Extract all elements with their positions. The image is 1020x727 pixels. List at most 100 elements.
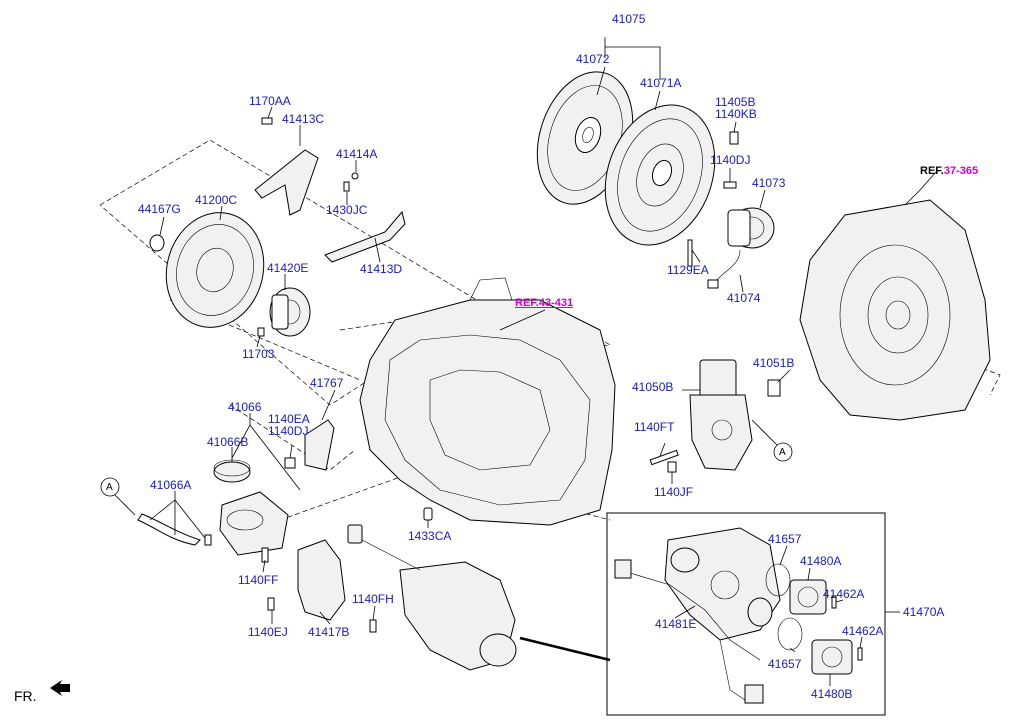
label-1140DJ-top: 1140DJ: [710, 153, 751, 167]
label-41657-a: 41657: [768, 532, 802, 546]
bolt-1140DJ-top: [723, 181, 737, 189]
release-bearing-41073: [727, 207, 775, 249]
label-41470A: 41470A: [903, 605, 945, 619]
leader-to-inset: [519, 636, 611, 662]
hose-41066A: [137, 513, 201, 546]
label-41417B: 41417B: [308, 625, 350, 639]
label-1129EA: 1129EA: [667, 263, 709, 277]
front-indicator: FR.: [14, 688, 37, 704]
plug-1433CA: [423, 507, 433, 521]
bolt-1170AA: [261, 117, 273, 125]
inset-frame-41470A: [606, 512, 886, 716]
oring-41657-b: [777, 617, 803, 651]
label-1140EA: 1140EA: [268, 412, 310, 426]
label-41462A-b: 41462A: [842, 624, 884, 638]
label-41066A: 41066A: [150, 478, 192, 492]
transmission-case: [359, 299, 616, 526]
ref-37-365-prefix: REF.: [920, 165, 944, 177]
callout-a-left-text: A: [106, 482, 113, 493]
oring-44167G: [149, 234, 165, 252]
inset-harness-41481E: [619, 569, 761, 661]
bolt-1140FF: [261, 547, 269, 563]
connector-41074: [707, 279, 719, 289]
callout-a-left: [100, 477, 120, 497]
label-41073: 41073: [752, 176, 786, 190]
fork-bracket-41413C: [254, 149, 319, 216]
ref-37-365: REF.37-365: [920, 165, 978, 177]
label-41050B: 41050B: [632, 380, 674, 394]
label-41767: 41767: [310, 376, 344, 390]
label-41481E: 41481E: [655, 617, 697, 631]
label-1140EJ: 1140EJ: [248, 625, 288, 639]
clutch-assembly-41200C: [165, 212, 265, 328]
bolt-1129EA: [687, 239, 693, 267]
label-1140FT: 1140FT: [634, 420, 675, 434]
bolt-1140EA: [284, 457, 296, 469]
label-11703: 11703: [242, 347, 275, 361]
cap-41066B: [213, 459, 251, 483]
label-1140DJ-mid: 1140DJ: [268, 424, 309, 438]
motor-41480A: [789, 579, 827, 615]
bolt-1140KB: [729, 131, 739, 145]
actuator-41050B: [689, 359, 753, 471]
ref-37-365-number: 37-365: [943, 165, 979, 177]
label-41200C: 41200C: [195, 193, 238, 207]
label-41657-b: 41657: [768, 657, 802, 671]
pin-1430JC: [343, 181, 350, 192]
label-41480B: 41480B: [811, 687, 853, 701]
ref-43-431: REF.43-431: [515, 297, 574, 309]
motor-41480B: [811, 639, 853, 675]
label-1140JF: 1140JF: [654, 485, 694, 499]
bearing-41420E: [269, 287, 311, 337]
wire-41074: [714, 249, 741, 283]
bolt-11703: [257, 327, 265, 337]
pin-41414A: [351, 172, 359, 180]
label-44167G: 44167G: [138, 202, 181, 216]
label-41462A-a: 41462A: [823, 587, 865, 601]
label-41051B: 41051B: [753, 356, 795, 370]
label-1140FH: 1140FH: [352, 592, 394, 606]
label-41075: 41075: [612, 12, 646, 26]
reservoir-41066: [219, 491, 289, 556]
label-41071A: 41071A: [640, 76, 682, 90]
bolt-1140FT: [649, 449, 679, 466]
label-41420E: 41420E: [267, 261, 309, 275]
inset-actuator: [664, 527, 781, 641]
fitting-41051B: [767, 379, 781, 397]
label-41072: 41072: [576, 52, 610, 66]
label-41414A: 41414A: [336, 147, 378, 161]
bolt-1140EJ: [267, 597, 275, 611]
callout-a-right: [773, 442, 793, 462]
leader-lines: [149, 37, 937, 686]
shield-41417B: [297, 539, 346, 621]
label-41074: 41074: [727, 291, 761, 305]
reservoir-envelope: [229, 404, 356, 471]
inset-harness-lower: [719, 639, 746, 701]
label-1140KB: 1140KB: [715, 107, 757, 121]
label-1170AA: 1170AA: [249, 94, 291, 108]
label-11405B: 11405B: [715, 95, 756, 109]
label-1430JC: 1430JC: [326, 203, 368, 217]
screw-41462A-b: [857, 647, 863, 661]
housing-ref-37-365: [799, 199, 991, 421]
label-1140FF: 1140FF: [238, 573, 279, 587]
bolt-1140JF: [667, 461, 677, 473]
lower-actuator-assembly: [347, 524, 517, 671]
label-41066: 41066: [228, 400, 262, 414]
bracket-41767: [304, 419, 335, 471]
label-41413D: 41413D: [360, 262, 403, 276]
label-1433CA: 1433CA: [408, 529, 452, 543]
fr-arrow-icon: [50, 680, 70, 696]
clutch-cover-41071A: [604, 104, 716, 246]
lever-41413D: [324, 210, 406, 263]
inset-connector-top: [614, 559, 632, 579]
label-41066B: 41066B: [207, 435, 249, 449]
callout-a-right-text: A: [779, 447, 786, 458]
oring-41657-a: [765, 563, 791, 597]
label-41480A: 41480A: [800, 554, 842, 568]
label-41413C: 41413C: [282, 112, 325, 126]
hose-clip: [204, 534, 212, 546]
bolt-1140FH: [369, 619, 377, 633]
